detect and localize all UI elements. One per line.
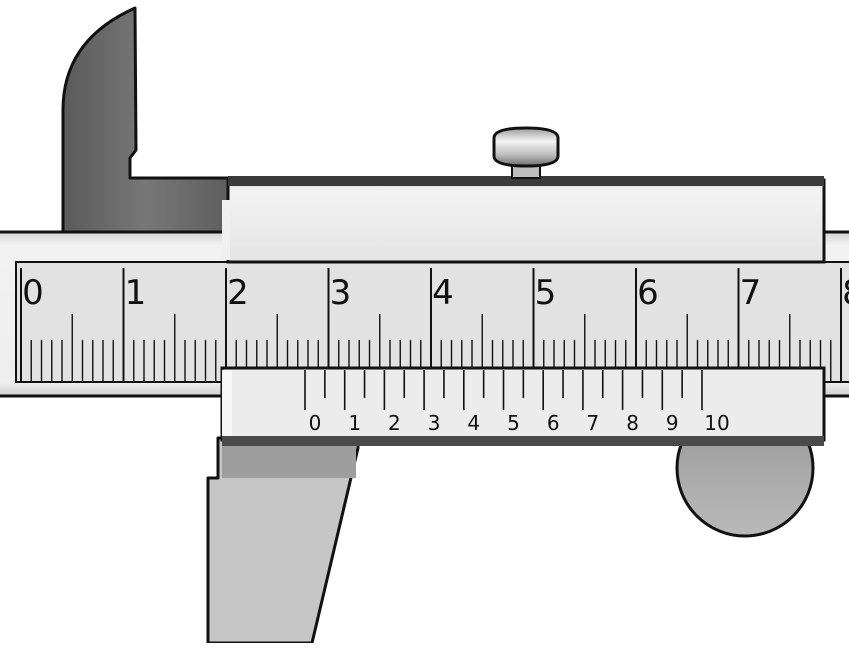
vernier-scale-label: 5 bbox=[507, 411, 520, 435]
fixed-jaw bbox=[61, 6, 230, 234]
vernier-scale-label: 4 bbox=[467, 411, 480, 435]
vernier-scale-label: 8 bbox=[626, 411, 639, 435]
vernier-scale-labels: 0 1 2 3 4 5 6 7 8 9 10 bbox=[309, 411, 730, 435]
main-scale-label: 0 bbox=[22, 273, 44, 313]
slider-top-edge bbox=[228, 176, 824, 186]
slider-bottom-edge bbox=[222, 436, 824, 446]
vernier-slider[interactable]: 0 1 2 3 4 5 6 7 8 9 10 bbox=[220, 176, 826, 446]
main-scale-label: 7 bbox=[740, 273, 762, 313]
vernier-scale-label: 2 bbox=[388, 411, 401, 435]
locking-screw-head[interactable] bbox=[492, 126, 560, 168]
vernier-scale-label: 10 bbox=[704, 411, 729, 435]
main-scale-label: 6 bbox=[637, 273, 659, 313]
slider-upper bbox=[226, 178, 826, 264]
main-scale-labels: 0 1 2 3 4 5 6 7 8 bbox=[22, 273, 849, 313]
vernier-scale-label: 1 bbox=[348, 411, 361, 435]
main-scale-label: 5 bbox=[535, 273, 557, 313]
vernier-scale-label: 3 bbox=[428, 411, 441, 435]
vernier-scale-label: 0 bbox=[309, 411, 322, 435]
vernier-scale-ticks bbox=[304, 370, 703, 410]
locking-screw[interactable] bbox=[492, 126, 560, 179]
slider-lower-bevel bbox=[222, 370, 232, 436]
main-scale-label: 3 bbox=[330, 273, 352, 313]
main-scale-label: 2 bbox=[227, 273, 249, 313]
vernier-scale-label: 9 bbox=[666, 411, 679, 435]
moving-jaw-shadow bbox=[222, 440, 356, 478]
vernier-scale-label: 6 bbox=[547, 411, 560, 435]
main-scale-label: 8 bbox=[842, 273, 849, 313]
main-scale-label: 4 bbox=[432, 273, 454, 313]
vernier-scale-label: 7 bbox=[587, 411, 600, 435]
slider-upper-bevel bbox=[222, 200, 230, 260]
main-scale-label: 1 bbox=[125, 273, 147, 313]
